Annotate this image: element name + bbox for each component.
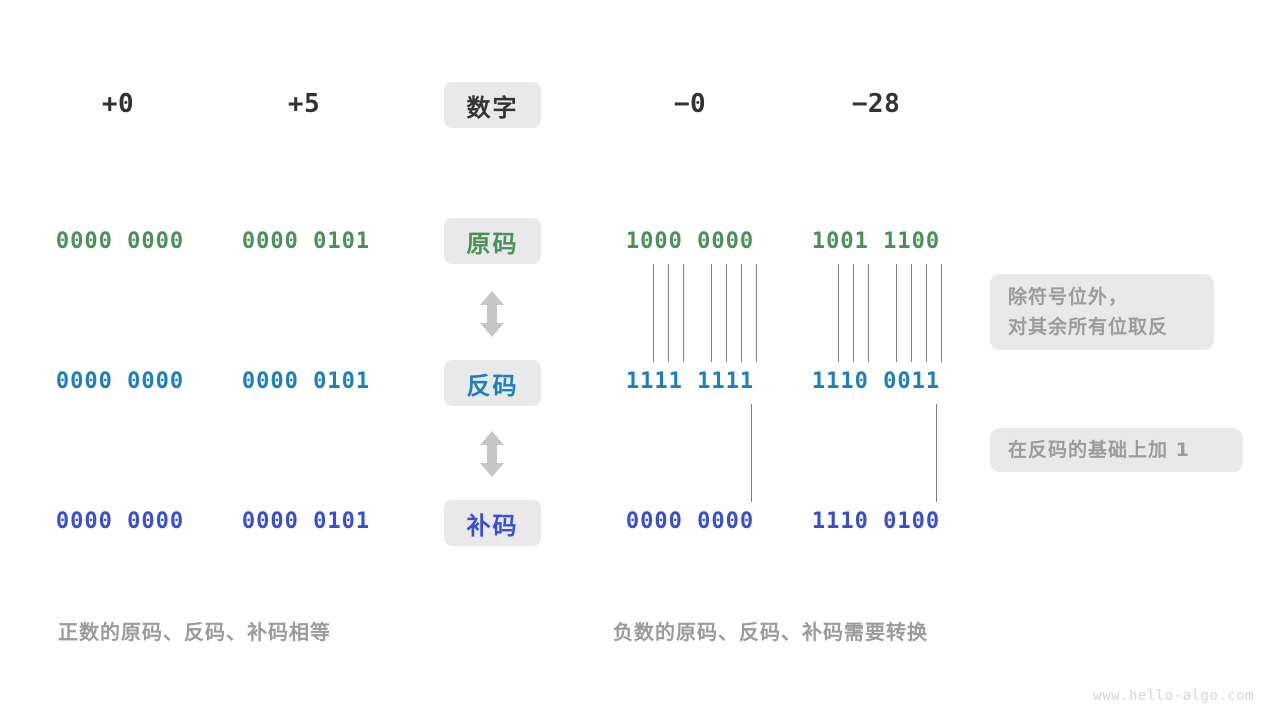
column-header-pos-five: +5: [287, 89, 321, 119]
cell-twos-complement-neg-28: 1110 0100: [811, 509, 941, 534]
note-invert-bits: 除符号位外， 对其余所有位取反: [990, 274, 1214, 350]
row-label-chip-sign-magnitude: 原码: [444, 218, 541, 264]
bit-connector-line: [653, 264, 654, 362]
note-invert-bits-line-1: 除符号位外，: [1008, 286, 1129, 308]
watermark: www.hello-algo.com: [1093, 688, 1254, 704]
cell-sign-magnitude-pos-zero: 0000 0000: [55, 229, 185, 254]
cell-ones-complement-pos-zero: 0000 0000: [55, 369, 185, 394]
bit-connector-line: [838, 264, 839, 362]
cell-sign-magnitude-neg-zero: 1000 0000: [625, 229, 755, 254]
cell-sign-magnitude-pos-five: 0000 0101: [241, 229, 371, 254]
cell-ones-complement-neg-zero: 1111 1111: [625, 369, 755, 394]
bit-connector-line: [683, 264, 684, 362]
bit-connector-line: [911, 264, 912, 362]
carry-connector-line: [751, 404, 752, 502]
arrow-sign-to-ones-icon: [478, 290, 506, 338]
bit-connector-line: [668, 264, 669, 362]
bit-connector-line: [726, 264, 727, 362]
cell-ones-complement-pos-five: 0000 0101: [241, 369, 371, 394]
bit-connector-line: [741, 264, 742, 362]
cell-sign-magnitude-neg-28: 1001 1100: [811, 229, 941, 254]
bit-connector-line: [941, 264, 942, 362]
cell-twos-complement-pos-zero: 0000 0000: [55, 509, 185, 534]
carry-connector-line: [936, 404, 937, 502]
bit-connector-line: [756, 264, 757, 362]
arrow-ones-to-twos-icon: [478, 430, 506, 478]
note-invert-bits-line-2: 对其余所有位取反: [1008, 316, 1169, 338]
cell-twos-complement-pos-five: 0000 0101: [241, 509, 371, 534]
caption-positive: 正数的原码、反码、补码相等: [58, 620, 331, 644]
bit-connector-line: [853, 264, 854, 362]
cell-twos-complement-neg-zero: 0000 0000: [625, 509, 755, 534]
bit-connector-line: [896, 264, 897, 362]
column-header-neg-28: −28: [851, 89, 901, 119]
bit-connector-line: [868, 264, 869, 362]
row-label-chip-ones-complement: 反码: [444, 360, 541, 406]
cell-ones-complement-neg-28: 1110 0011: [811, 369, 941, 394]
row-header-chip-number: 数字: [444, 82, 541, 128]
note-add-one: 在反码的基础上加 1: [990, 428, 1243, 472]
column-header-neg-zero: −0: [673, 89, 707, 119]
bit-connector-line: [926, 264, 927, 362]
row-label-chip-twos-complement: 补码: [444, 500, 541, 546]
column-header-pos-zero: +0: [101, 89, 135, 119]
note-add-one-line-1: 在反码的基础上加 1: [1008, 439, 1190, 461]
bit-connector-line: [711, 264, 712, 362]
caption-negative: 负数的原码、反码、补码需要转换: [613, 620, 928, 644]
